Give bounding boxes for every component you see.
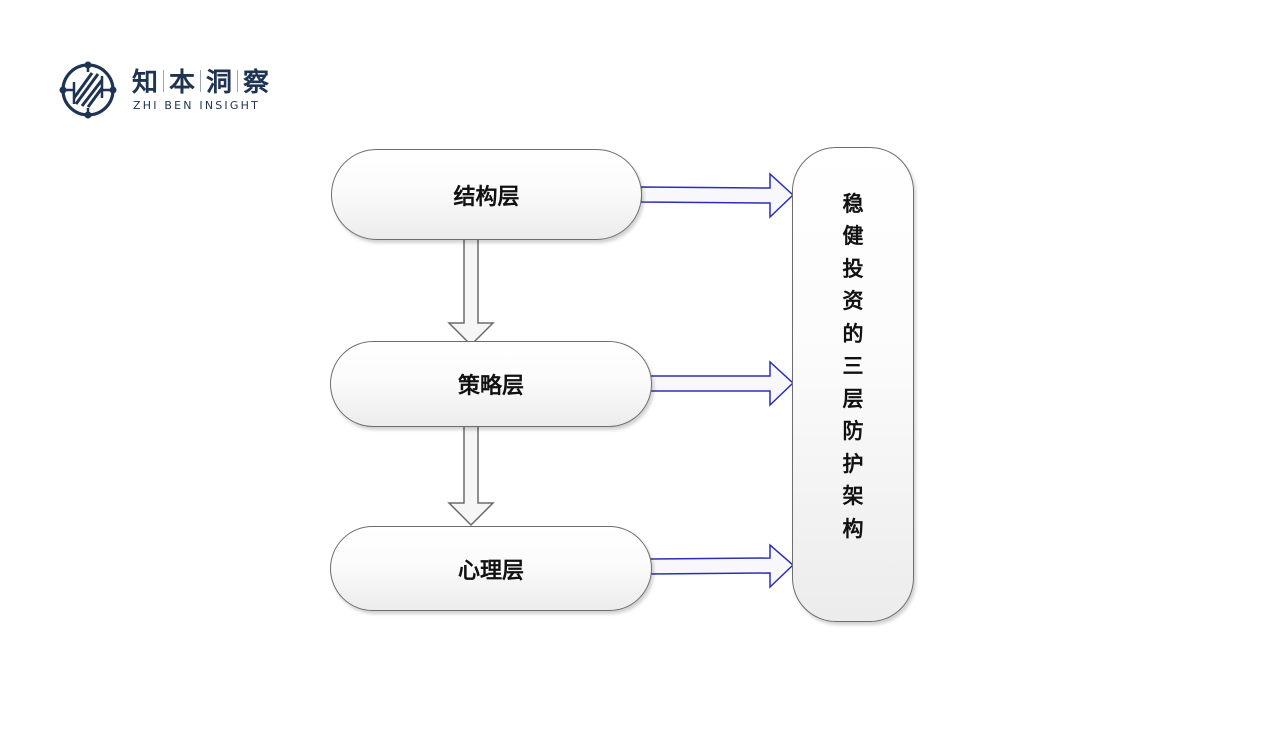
layer-box-structure: 结构层 (331, 149, 642, 240)
logo-char: 本 (169, 68, 196, 98)
target-label-char: 资 (842, 289, 864, 314)
target-label-char: 防 (842, 419, 864, 444)
logo-char: 知 (132, 68, 159, 98)
output-arrow-psych (649, 543, 795, 589)
target-label-char: 架 (842, 484, 864, 509)
logo-separator (200, 69, 202, 92)
target-label-char: 健 (842, 224, 864, 249)
target-label-char: 护 (842, 451, 864, 476)
layer-label: 策略层 (457, 374, 524, 399)
output-arrow-structure (640, 172, 795, 219)
flow-arrow-strategy-to-psych (447, 424, 495, 527)
target-label-char: 构 (842, 516, 864, 541)
logo-english-name: ZHI BEN INSIGHT (133, 99, 260, 112)
target-label-char: 三 (842, 354, 864, 379)
target-label-char: 的 (842, 321, 864, 346)
logo-char: 察 (243, 68, 270, 98)
layer-box-strategy: 策略层 (330, 341, 652, 427)
circuit-globe-logo-icon (59, 61, 117, 119)
logo-chinese-name: 知 本 洞 察 (132, 62, 269, 99)
output-arrow-strategy (649, 360, 795, 407)
layer-box-psychology: 心理层 (330, 526, 652, 611)
logo-separator (163, 69, 165, 92)
logo-char: 洞 (206, 68, 233, 98)
target-label-char: 层 (842, 386, 864, 411)
flow-arrow-structure-to-strategy (447, 237, 495, 347)
target-box-framework: 稳 健 投 资 的 三 层 防 护 架 构 (792, 147, 914, 622)
layer-label: 结构层 (453, 184, 520, 210)
target-label-char: 投 (842, 256, 864, 281)
target-label-char: 稳 (842, 191, 864, 216)
brand-logo: 知 本 洞 察 ZHI BEN INSIGHT (58, 58, 298, 120)
layer-label: 心理层 (457, 558, 524, 584)
logo-separator (237, 69, 239, 92)
